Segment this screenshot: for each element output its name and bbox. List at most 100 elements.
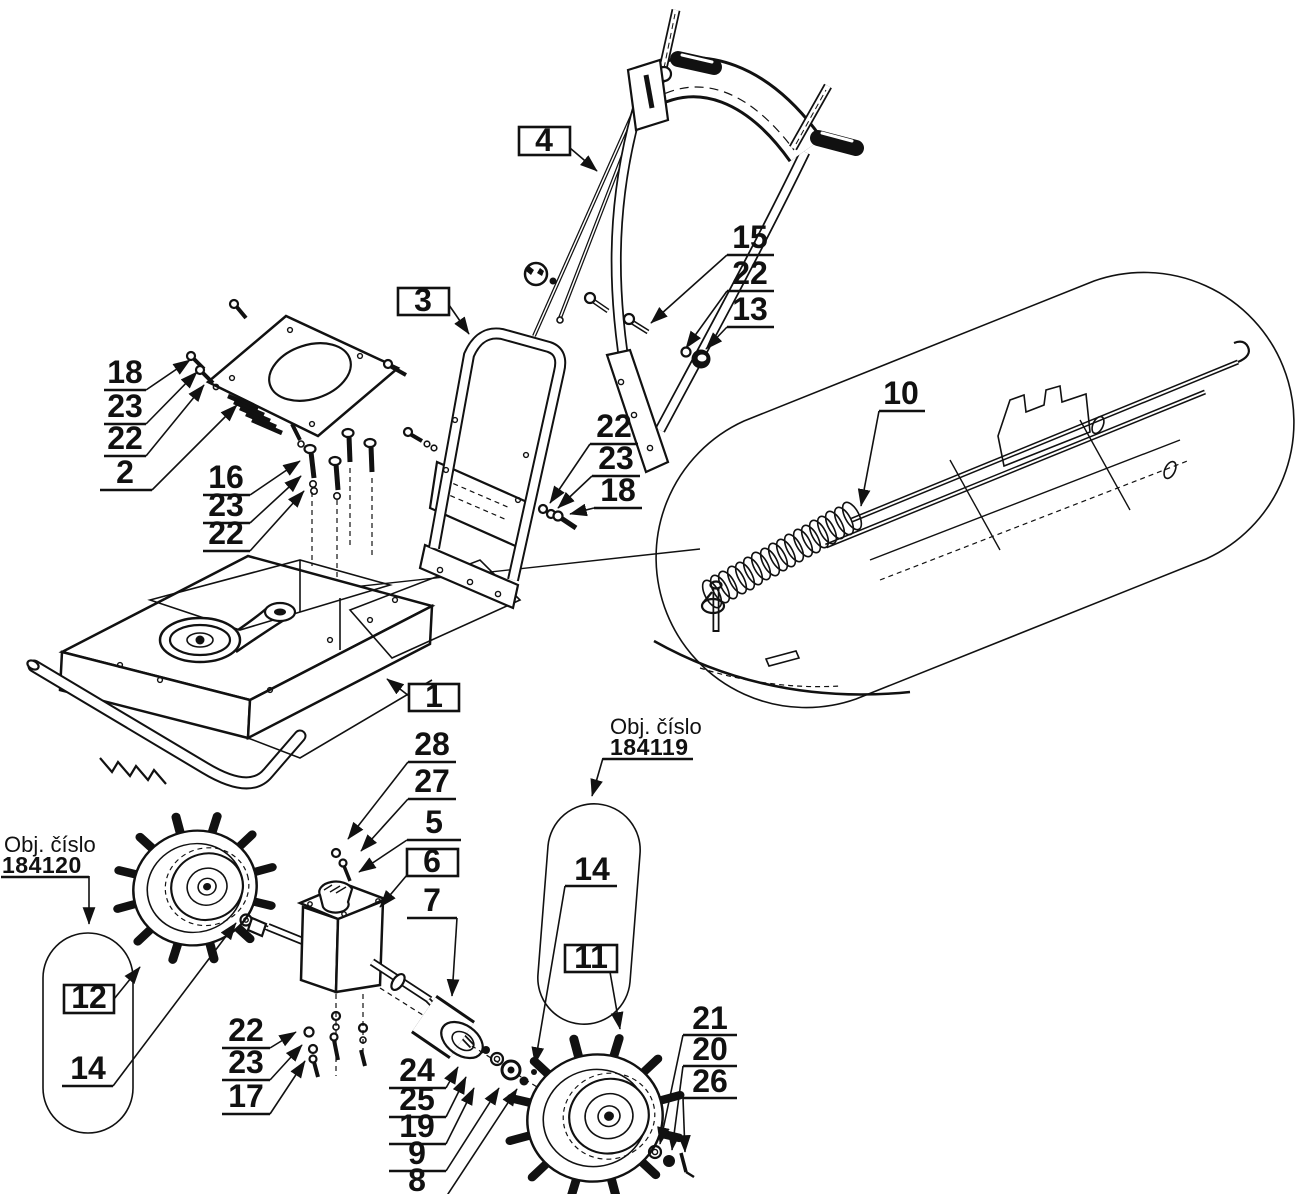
- u-frame-tube-fill: [430, 329, 565, 581]
- tension-spring: [697, 498, 867, 612]
- callout-10: 10: [883, 375, 919, 411]
- gearbox-front: [299, 905, 340, 994]
- leader-box4: [569, 147, 598, 172]
- screw-27: [338, 858, 352, 882]
- callout-box-1: [407, 682, 461, 713]
- output-shaft: [369, 958, 433, 1004]
- callout-box-11: [563, 943, 619, 974]
- adjust-knob: [523, 261, 557, 287]
- grip-left: [670, 51, 722, 75]
- callout-9: 9: [408, 1135, 426, 1171]
- part-left-wheel: [113, 812, 277, 964]
- leader-28: [347, 761, 409, 840]
- callout-21: 21: [692, 1000, 728, 1036]
- drive-belt: [235, 601, 297, 654]
- drive-pulley: [158, 616, 242, 664]
- callout-22-frame: 22: [596, 408, 632, 444]
- wheel-hub: [164, 847, 250, 927]
- washer-28: [330, 847, 342, 859]
- order-number-left: 184120: [2, 852, 82, 878]
- callout-5: 5: [425, 804, 443, 840]
- tube-hole: [442, 466, 450, 474]
- callout-box-3: [396, 286, 451, 317]
- callout-box-6: [405, 847, 460, 878]
- deck-hole: [326, 636, 334, 644]
- order-number-right: 184119: [610, 734, 688, 760]
- cover-hole: [228, 374, 236, 382]
- leader-19: [445, 1087, 475, 1145]
- hex-bolt: [341, 427, 355, 463]
- part-spacer-cylinder: [411, 995, 484, 1060]
- grip-right: [810, 130, 864, 156]
- callout-28: 28: [414, 726, 450, 762]
- tube-hole: [522, 451, 530, 459]
- leader-20: [667, 1065, 684, 1151]
- part-deck: [26, 468, 522, 790]
- callout-22-gearbox: 22: [228, 1012, 264, 1048]
- deck-edge-hidden: [699, 667, 841, 688]
- ball-14: [531, 1069, 537, 1075]
- pin-26: [679, 1152, 695, 1179]
- order-note-184119: Obj. číslo 184119: [603, 714, 702, 761]
- cover-hole: [286, 326, 294, 334]
- cap-nut-20: [663, 1155, 675, 1167]
- leader-obj184119: [590, 757, 604, 797]
- lever-bracket: [626, 58, 670, 132]
- leader-8: [447, 1088, 518, 1194]
- nut-13: [691, 349, 711, 369]
- callout-23-cover: 23: [107, 388, 143, 424]
- leader-22d: [549, 443, 591, 504]
- lid-bolt: [307, 901, 313, 907]
- leader-box6: [379, 874, 408, 908]
- engagement-rod: [825, 340, 1250, 549]
- callout-1: 1: [425, 678, 443, 714]
- frame-edge-line: [869, 439, 1181, 561]
- deck-edge-arc: [653, 639, 911, 696]
- hex-bolt: [303, 443, 318, 495]
- leader-22b: [249, 490, 305, 552]
- callout-20: 20: [692, 1031, 728, 1067]
- callout-25: 25: [399, 1081, 435, 1117]
- leader-2: [151, 404, 238, 491]
- part-gearbox: [266, 847, 433, 1078]
- cover-plate: [205, 314, 401, 438]
- callout-17: 17: [228, 1078, 264, 1114]
- leader-9: [445, 1087, 500, 1172]
- fasteners-right-wheel: [647, 1144, 695, 1179]
- order-capsule-184120: [42, 932, 134, 1134]
- callout-23-gearbox: 23: [228, 1044, 264, 1080]
- callout-18-cover: 18: [107, 354, 143, 390]
- callout-13: 13: [732, 291, 768, 327]
- leader-14-left: [112, 922, 237, 1087]
- callout-labels: 18 23 22 2 16 23 22 3 4 15 22 13 22 23 1…: [1, 122, 925, 1194]
- hex-bolt: [363, 437, 377, 473]
- leader-27: [360, 798, 409, 852]
- flange-hole: [494, 590, 502, 598]
- handle-bottom-flange: [418, 543, 520, 610]
- washer-22: [680, 346, 692, 358]
- callout-4: 4: [535, 122, 553, 158]
- screw: [552, 510, 578, 531]
- handlebar-lower-bracket: [605, 348, 670, 474]
- serrated-bracket: [99, 757, 167, 785]
- bolt-24: [482, 1046, 490, 1054]
- fastener-stack: [329, 1010, 342, 1061]
- leader-13: [705, 326, 728, 350]
- leader-17: [269, 1060, 306, 1115]
- callout-8: 8: [408, 1162, 426, 1194]
- cover-screw: [382, 358, 407, 377]
- fasteners-frame-bolts: [537, 503, 578, 531]
- deck-slot: [764, 650, 801, 667]
- leader-22e: [269, 1031, 297, 1049]
- deck-hole: [266, 686, 274, 694]
- bracket-hole2: [1163, 460, 1177, 480]
- deck-hole: [156, 676, 164, 684]
- plate-hidden-line: [444, 479, 511, 509]
- leader-lines: [82, 147, 880, 1194]
- callout-12: 12: [71, 979, 107, 1015]
- knob-bolt: [583, 291, 610, 314]
- callout-6: 6: [423, 843, 441, 879]
- part-engine-cover: [205, 298, 407, 448]
